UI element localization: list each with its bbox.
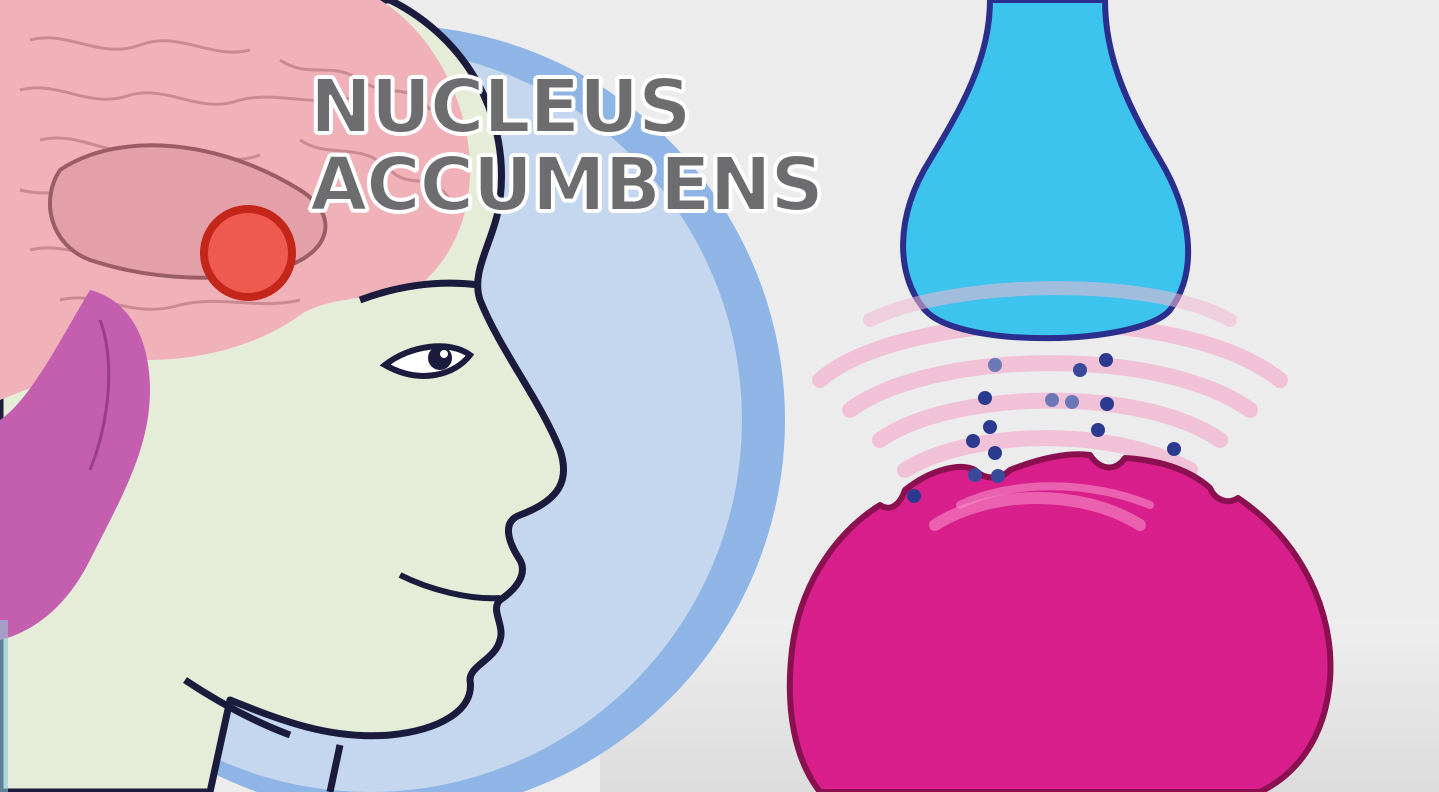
- title-line-1: NUCLEUS: [310, 68, 823, 146]
- title-line-2: ACCUMBENS: [310, 146, 823, 224]
- edge-shading: [0, 620, 8, 792]
- title-label: NUCLEUS ACCUMBENS: [310, 68, 823, 224]
- pupil-highlight: [440, 350, 448, 358]
- pupil: [428, 346, 452, 370]
- nucleus-accumbens-marker-icon: [204, 209, 292, 297]
